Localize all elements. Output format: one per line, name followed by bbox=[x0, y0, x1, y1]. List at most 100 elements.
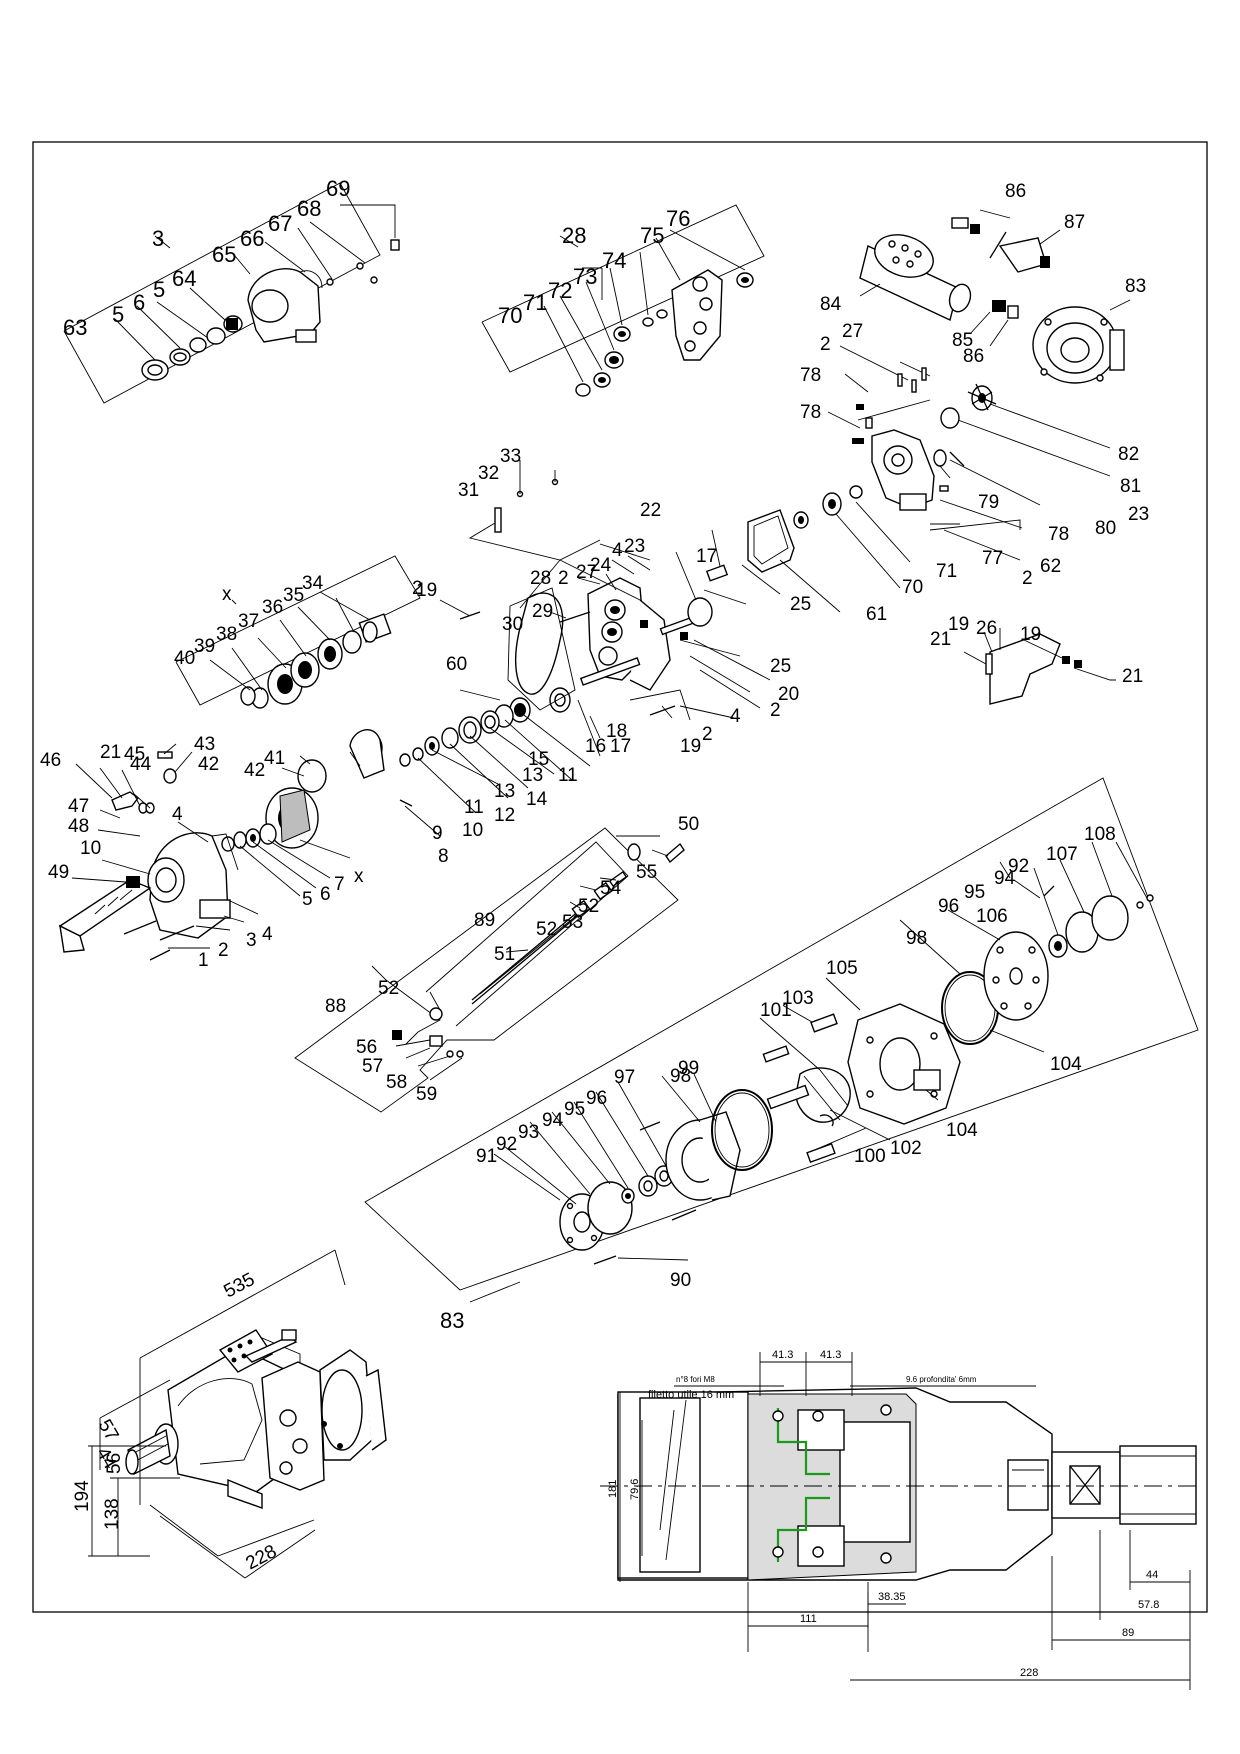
callout-42b: 42 bbox=[244, 760, 265, 781]
callout-83: 83 bbox=[1125, 276, 1146, 297]
callout-40: 40 bbox=[174, 648, 195, 669]
callout-92: 92 bbox=[1008, 856, 1029, 877]
callout-78: 78 bbox=[800, 365, 821, 386]
callout-91: 91 bbox=[476, 1146, 497, 1167]
dim-228-section: 228 bbox=[1020, 1667, 1038, 1679]
dim-89: 89 bbox=[1122, 1627, 1134, 1639]
note-depth: 9.6 profondita' 6mm bbox=[906, 1375, 977, 1384]
callout-79: 79 bbox=[978, 492, 999, 513]
callout-78c: 78 bbox=[1048, 524, 1069, 545]
callout-48: 48 bbox=[68, 816, 89, 837]
callout-77: 77 bbox=[982, 548, 1003, 569]
callout-31: 31 bbox=[458, 480, 479, 501]
callout-17: 17 bbox=[696, 546, 717, 567]
callout-2b: 2 bbox=[1022, 568, 1033, 589]
callout-59: 59 bbox=[416, 1084, 437, 1105]
callout-1: 1 bbox=[198, 950, 209, 971]
callout-4c: 4 bbox=[172, 804, 183, 825]
dim-57: 57 bbox=[94, 1416, 123, 1445]
group-83-air-motor bbox=[364, 777, 1199, 1303]
group-50-valve bbox=[294, 827, 685, 1113]
callout-43: 43 bbox=[194, 734, 215, 755]
callout-23: 23 bbox=[1128, 504, 1149, 525]
group-28-cover bbox=[481, 204, 765, 397]
callout-55: 55 bbox=[636, 862, 657, 883]
callout-2e: 2 bbox=[770, 700, 781, 721]
callout-15: 15 bbox=[528, 749, 549, 770]
callout-9: 9 bbox=[432, 823, 443, 844]
callout-108: 108 bbox=[1084, 824, 1116, 845]
callout-8: 8 bbox=[438, 846, 449, 867]
dim-41-3-left: 41.3 bbox=[772, 1349, 793, 1361]
dim-56: 56 bbox=[104, 1453, 125, 1474]
callout-33: 33 bbox=[500, 446, 521, 467]
dim-138: 138 bbox=[102, 1498, 123, 1530]
callout-96b: 96 bbox=[586, 1088, 607, 1109]
callout-14: 14 bbox=[526, 789, 548, 810]
callout-89: 89 bbox=[474, 910, 495, 931]
callout-21b: 21 bbox=[1122, 666, 1143, 687]
callout-99: 99 bbox=[678, 1058, 699, 1079]
callout-52: 52 bbox=[578, 896, 599, 917]
callout-23b: 23 bbox=[624, 536, 645, 557]
dim-38-35: 38.35 bbox=[878, 1591, 906, 1603]
callout-41: 41 bbox=[264, 748, 285, 769]
dim-535: 535 bbox=[220, 1269, 258, 1302]
callout-47: 47 bbox=[68, 796, 89, 817]
callout-101: 101 bbox=[760, 1000, 792, 1021]
callout-64: 64 bbox=[172, 266, 196, 291]
callout-25b: 25 bbox=[770, 656, 791, 677]
callout-85: 85 bbox=[952, 330, 973, 351]
callout-29: 29 bbox=[532, 601, 553, 622]
callout-2c: 2 bbox=[558, 568, 569, 589]
callout-107: 107 bbox=[1046, 844, 1078, 865]
callout-96: 96 bbox=[938, 896, 959, 917]
callout-46: 46 bbox=[40, 750, 61, 771]
callout-19b: 19 bbox=[680, 736, 701, 757]
gearbox-center bbox=[399, 460, 911, 837]
callout-35: 35 bbox=[283, 585, 304, 606]
callout-97: 97 bbox=[614, 1067, 635, 1088]
callout-58: 58 bbox=[386, 1072, 407, 1093]
dim-44: 44 bbox=[1146, 1569, 1158, 1581]
callout-24: 24 bbox=[590, 555, 612, 576]
section-view bbox=[600, 1352, 1200, 1690]
callout-52b: 52 bbox=[536, 919, 557, 940]
group-3-housing bbox=[63, 182, 400, 404]
callout-38: 38 bbox=[216, 624, 237, 645]
callout-50: 50 bbox=[678, 814, 699, 835]
callout-102: 102 bbox=[890, 1138, 922, 1159]
callout-6: 6 bbox=[133, 290, 145, 315]
callout-94: 94 bbox=[994, 868, 1016, 889]
callout-80: 80 bbox=[1095, 518, 1116, 539]
callout-39: 39 bbox=[194, 636, 215, 657]
callout-x2: x bbox=[354, 866, 364, 887]
callout-98: 98 bbox=[906, 928, 927, 949]
callout-21c: 21 bbox=[100, 742, 121, 763]
callout-2: 2 bbox=[820, 334, 831, 355]
callout-27b: 27 bbox=[576, 562, 597, 583]
callout-70b: 70 bbox=[902, 577, 923, 598]
callout-67: 67 bbox=[268, 211, 292, 236]
callout-42: 42 bbox=[198, 754, 219, 775]
callout-93: 93 bbox=[518, 1122, 539, 1143]
callout-104: 104 bbox=[1050, 1054, 1082, 1075]
callout-19c: 19 bbox=[948, 614, 969, 635]
callout-86b: 86 bbox=[963, 346, 984, 367]
callout-5: 5 bbox=[112, 302, 124, 327]
callout-83b: 83 bbox=[440, 1308, 464, 1333]
callout-49: 49 bbox=[48, 862, 69, 883]
dim-41-3-right: 41.3 bbox=[820, 1349, 841, 1361]
callout-x: x bbox=[222, 584, 232, 605]
callout-4b: 4 bbox=[730, 706, 741, 727]
callout-84: 84 bbox=[820, 294, 842, 315]
callout-16: 16 bbox=[585, 736, 606, 757]
callout-62: 62 bbox=[1040, 556, 1061, 577]
bracket-26 bbox=[963, 628, 1116, 705]
callout-103: 103 bbox=[782, 988, 814, 1009]
bearing-support bbox=[827, 345, 1041, 561]
callout-95b: 95 bbox=[564, 1099, 585, 1120]
callout-26: 26 bbox=[976, 618, 997, 639]
callout-10: 10 bbox=[462, 820, 483, 841]
